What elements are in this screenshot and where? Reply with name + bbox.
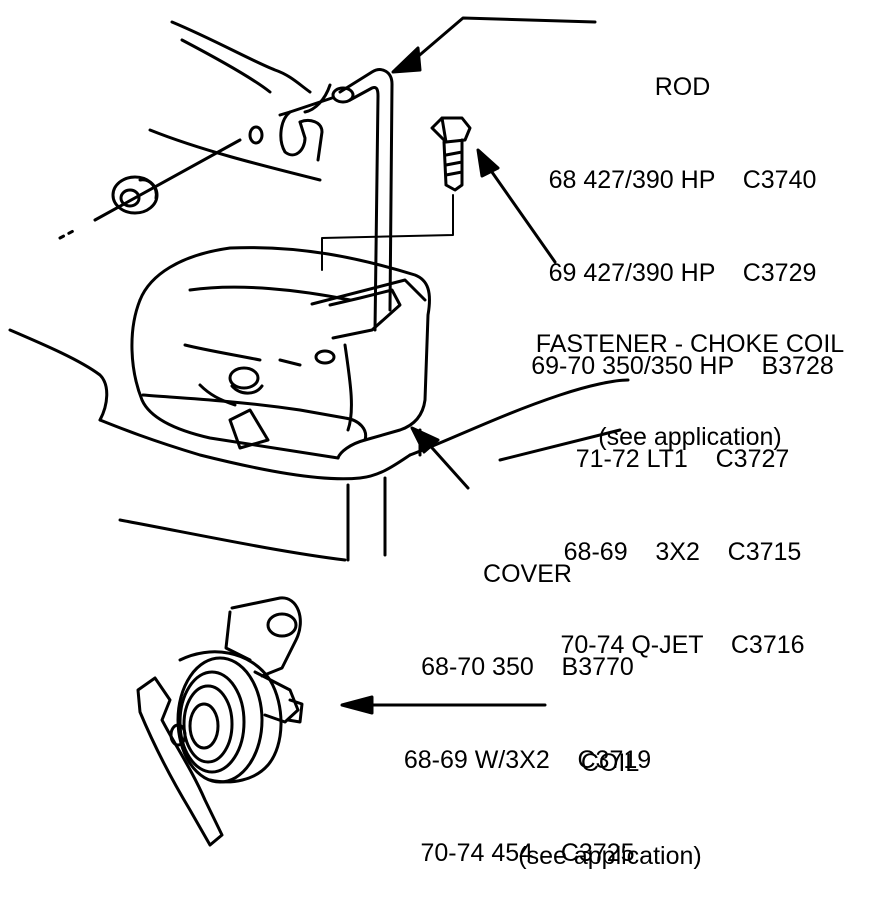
coil-callout: COIL (see application) (495, 686, 725, 903)
cover-row: 68-70 350 B3770 (421, 653, 634, 681)
choke-cover (130, 246, 431, 460)
rod-row: 71-72 LT1 C3727 (575, 445, 790, 473)
cover-title: COVER (483, 560, 572, 588)
cover-leader (423, 438, 470, 490)
rod-leader (406, 16, 597, 67)
cover-row: 68-69 W/3X2 C3719 (403, 746, 652, 774)
fastener-screw (321, 116, 472, 271)
choke-rod (278, 68, 394, 332)
fastener-note: (see application) (598, 423, 782, 451)
choke-coil (136, 596, 304, 847)
coil-title: COIL (580, 749, 640, 777)
cover-arrowhead (410, 426, 440, 454)
leader-arrows (340, 16, 597, 715)
rod-row: 68 427/390 HP C3740 (548, 166, 817, 194)
fastener-leader (485, 163, 557, 264)
rod-row: 69-70 350/350 HP B3728 (531, 352, 834, 380)
retainer-clip (58, 125, 264, 240)
carburetor-body (8, 20, 630, 562)
fastener-callout: FASTENER - CHOKE COIL (see application) (500, 267, 880, 484)
coil-note: (see application) (518, 842, 702, 870)
fastener-title: FASTENER - CHOKE COIL (535, 330, 845, 358)
rod-callout: ROD 68 427/390 HP C3740 69 427/390 HP C3… (505, 10, 860, 692)
rod-arrowhead (391, 46, 422, 74)
coil-arrowhead (340, 695, 374, 715)
rod-row: 69 427/390 HP C3729 (548, 259, 817, 287)
rod-row: 68-69 3X2 C3715 (563, 538, 802, 566)
rod-row: 70-74 Q-JET C3716 (560, 631, 805, 659)
rod-title: ROD (654, 73, 711, 101)
fastener-arrowhead (476, 148, 500, 178)
choke-assembly-drawing (8, 16, 630, 847)
